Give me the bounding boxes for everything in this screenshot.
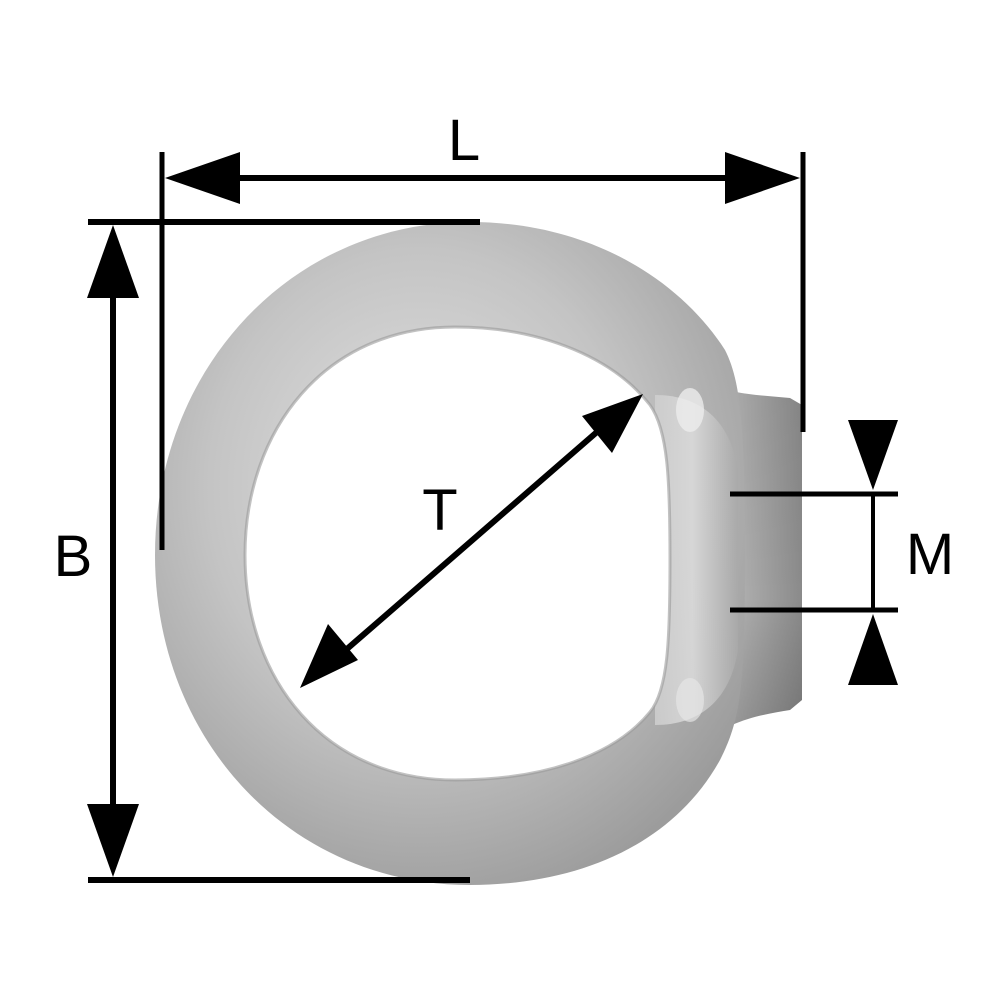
ring-post [655, 395, 738, 725]
arrow-up-icon [848, 614, 898, 685]
arrow-left-icon [165, 152, 240, 204]
dimension-B: B [54, 219, 480, 883]
dimension-M: M [730, 420, 954, 685]
label-M: M [906, 522, 954, 587]
arrow-down-icon [87, 804, 139, 877]
dimension-T: T [300, 394, 643, 688]
label-B: B [54, 524, 93, 589]
arrow-up-icon [87, 225, 139, 298]
arrow-down-icon [848, 420, 898, 490]
label-T: T [422, 478, 457, 543]
arrow-diagonal-down-icon [300, 624, 358, 688]
dimension-L: L [159, 108, 806, 550]
label-L: L [448, 108, 480, 173]
eye-nut-body [155, 222, 802, 885]
arrow-diagonal-up-icon [582, 394, 643, 453]
arrow-right-icon [725, 152, 800, 204]
